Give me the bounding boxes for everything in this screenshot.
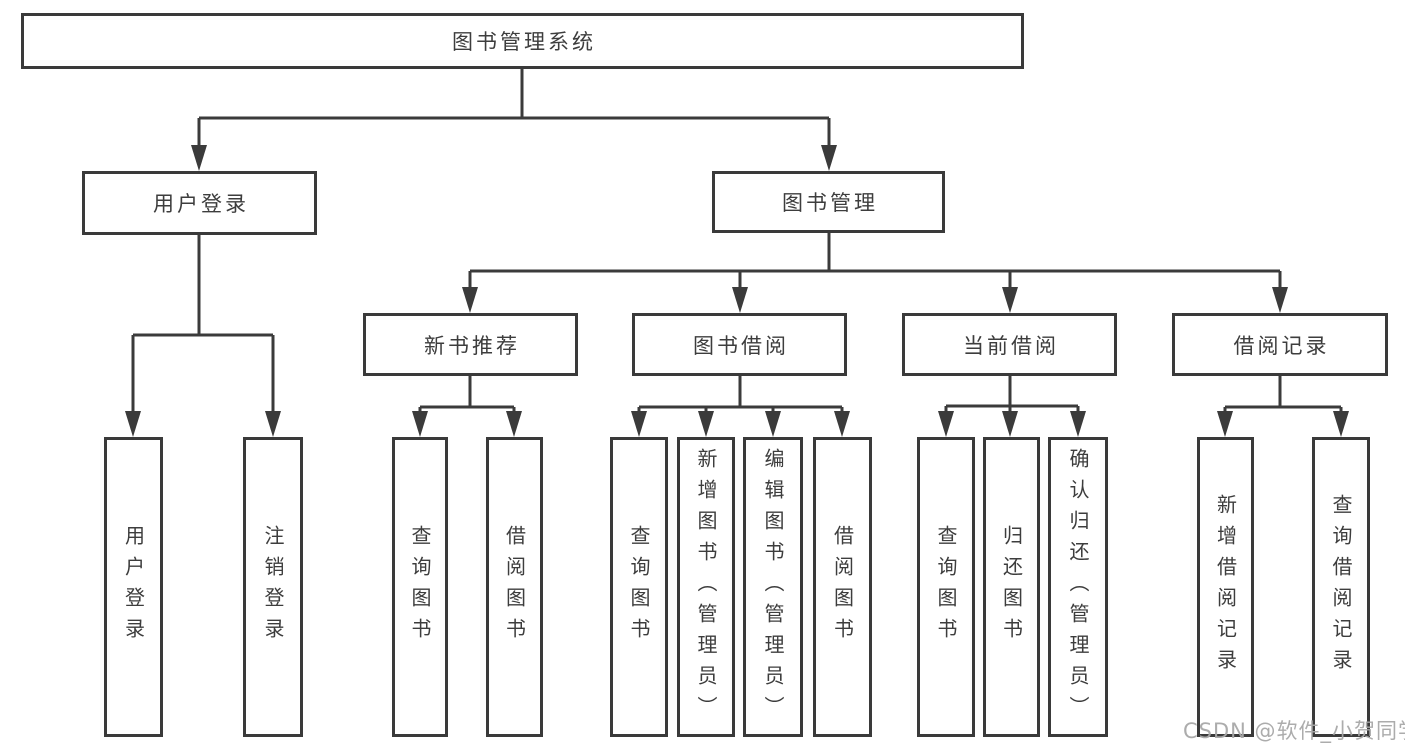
- node-label: 新书推荐: [424, 333, 520, 358]
- node-label: 借阅记录: [1233, 333, 1330, 358]
- arrowhead-icon: [125, 411, 141, 437]
- node-leaf-borrow-books-recommend: 借阅图书: [486, 437, 543, 737]
- node-label: 图书管理: [782, 191, 878, 215]
- node-user-login: 用户登录: [82, 171, 317, 235]
- node-label: 图书管理系统: [452, 30, 596, 54]
- node-label: 用户登录: [121, 525, 146, 649]
- csdn-watermark: CSDN @软件_小贺同学: [1183, 719, 1405, 743]
- arrowhead-icon: [938, 411, 954, 437]
- node-leaf-logout: 注销登录: [243, 437, 303, 737]
- arrowhead-icon: [834, 411, 850, 437]
- arrowhead-icon: [821, 145, 837, 171]
- node-label: 查询借阅记录: [1329, 494, 1353, 680]
- node-label: 注销登录: [261, 525, 285, 649]
- node-borrowing-records: 借阅记录: [1172, 313, 1388, 376]
- arrowhead-icon: [1070, 411, 1086, 437]
- arrowhead-icon: [765, 411, 781, 437]
- node-label: 借阅图书: [830, 525, 855, 649]
- arrowhead-icon: [462, 287, 478, 313]
- node-label: 归还图书: [999, 525, 1024, 649]
- arrowhead-icon: [698, 411, 714, 437]
- node-label: 当前借阅: [963, 333, 1059, 358]
- node-library-management-system: 图书管理系统: [21, 13, 1024, 69]
- arrowhead-icon: [1272, 287, 1288, 313]
- arrowhead-icon: [191, 145, 207, 171]
- arrowhead-icon: [1217, 411, 1233, 437]
- arrowhead-icon: [1333, 411, 1349, 437]
- arrowhead-icon: [1002, 287, 1018, 313]
- node-leaf-query-borrow-record: 查询借阅记录: [1312, 437, 1370, 737]
- node-leaf-query-books-recommend: 查询图书: [392, 437, 448, 737]
- node-book-management: 图书管理: [712, 171, 945, 233]
- arrowhead-icon: [506, 411, 522, 437]
- node-label: 查询图书: [627, 525, 651, 649]
- node-leaf-add-borrow-record: 新增借阅记录: [1197, 437, 1254, 737]
- node-label: 查询图书: [934, 525, 958, 649]
- node-leaf-add-books-admin: 新增图书（管理员）: [677, 437, 735, 737]
- node-label: 查询图书: [408, 525, 432, 649]
- arrowhead-icon: [631, 411, 647, 437]
- node-leaf-borrow-books-borrowing: 借阅图书: [813, 437, 872, 737]
- node-label: 借阅图书: [502, 525, 527, 649]
- arrowhead-icon: [732, 287, 748, 313]
- node-leaf-edit-books-admin: 编辑图书（管理员）: [743, 437, 803, 737]
- node-leaf-query-books-current: 查询图书: [917, 437, 975, 737]
- arrowhead-icon: [265, 411, 281, 437]
- node-book-borrowing: 图书借阅: [632, 313, 847, 376]
- node-leaf-query-books-borrowing: 查询图书: [610, 437, 668, 737]
- node-label: 用户登录: [153, 192, 249, 216]
- node-label: 编辑图书（管理员）: [761, 447, 785, 727]
- node-label: 图书借阅: [693, 333, 789, 358]
- node-current-borrowing: 当前借阅: [902, 313, 1117, 376]
- node-new-book-recommendation: 新书推荐: [363, 313, 578, 376]
- arrowhead-icon: [1002, 411, 1018, 437]
- node-leaf-confirm-return-admin: 确认归还（管理员）: [1048, 437, 1108, 737]
- arrowhead-icon: [412, 411, 428, 437]
- node-leaf-user-login: 用户登录: [104, 437, 163, 737]
- node-label: 确认归还（管理员）: [1066, 447, 1090, 727]
- node-label: 新增借阅记录: [1213, 494, 1238, 680]
- node-label: 新增图书（管理员）: [694, 447, 718, 727]
- node-leaf-return-books: 归还图书: [983, 437, 1040, 737]
